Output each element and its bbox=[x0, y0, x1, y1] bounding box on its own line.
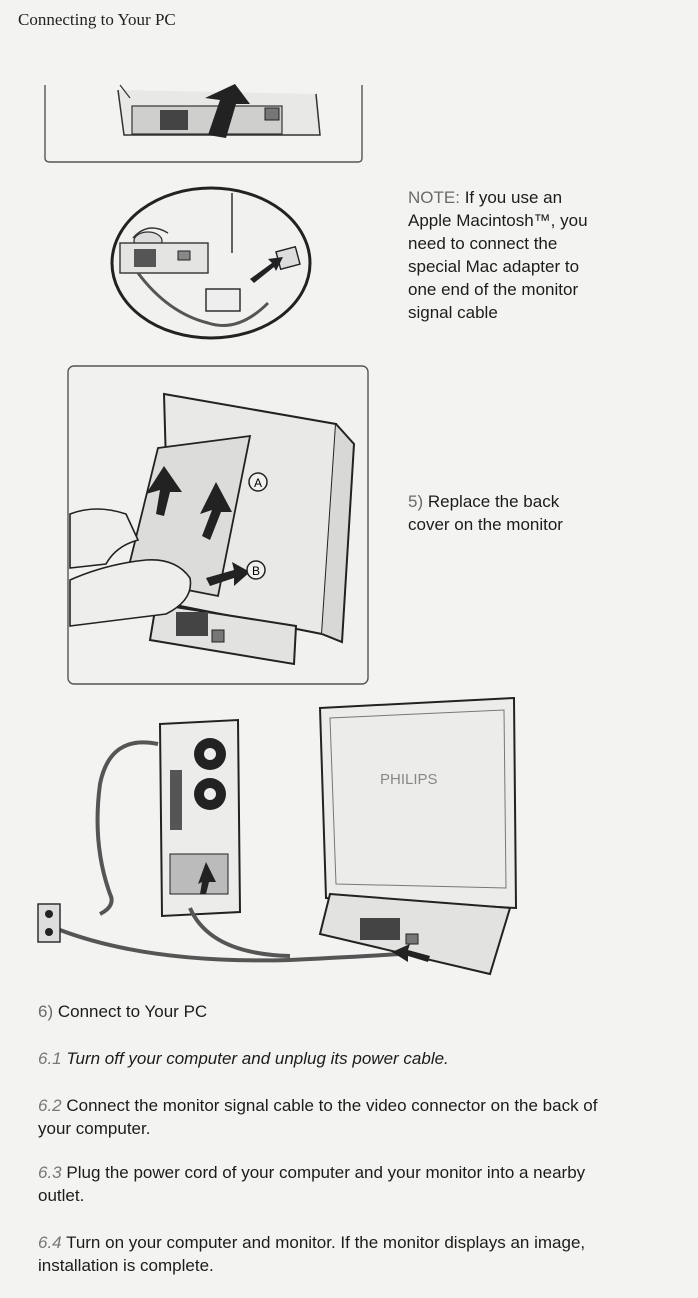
substep-number: 6.2 bbox=[38, 1096, 62, 1115]
substep-text: Connect the monitor signal cable to the … bbox=[38, 1096, 598, 1138]
figure-replace-back-cover: A B bbox=[67, 365, 369, 685]
step6-heading: 6) Connect to Your PC bbox=[38, 1000, 598, 1023]
substep-text: Turn off your computer and unplug its po… bbox=[66, 1049, 449, 1068]
note-body: If you use an Apple Macintosh™, you need… bbox=[408, 188, 588, 322]
substep-6-3: 6.3 Plug the power cord of your computer… bbox=[38, 1161, 598, 1207]
substep-6-4: 6.4 Turn on your computer and monitor. I… bbox=[38, 1231, 598, 1277]
step6-title: Connect to Your PC bbox=[57, 1002, 208, 1021]
substep-number: 6.4 bbox=[38, 1233, 62, 1252]
note-label: NOTE: bbox=[408, 188, 460, 207]
figure-connect-pc: PHILIPS bbox=[37, 696, 518, 976]
note-text: NOTE: If you use an Apple Macintosh™, yo… bbox=[408, 186, 598, 324]
substep-text: Turn on your computer and monitor. If th… bbox=[38, 1233, 586, 1275]
figure-mac-adapter bbox=[110, 186, 312, 340]
figure-back-cover-removed bbox=[44, 84, 363, 163]
substep-6-1: 6.1 Turn off your computer and unplug it… bbox=[38, 1047, 598, 1070]
substep-6-2: 6.2 Connect the monitor signal cable to … bbox=[38, 1094, 598, 1140]
substep-number: 6.1 bbox=[38, 1049, 62, 1068]
label-a: A bbox=[254, 476, 262, 490]
brand-label: PHILIPS bbox=[380, 771, 438, 788]
step6-number: 6) bbox=[38, 1002, 54, 1021]
step5-body: Replace the back cover on the monitor bbox=[408, 492, 563, 534]
label-b: B bbox=[252, 564, 260, 578]
step5-text: 5) Replace the back cover on the monitor bbox=[408, 490, 598, 536]
substep-number: 6.3 bbox=[38, 1163, 62, 1182]
page-header: Connecting to Your PC bbox=[18, 10, 176, 29]
substep-text: Plug the power cord of your computer and… bbox=[38, 1163, 586, 1205]
step5-number: 5) bbox=[408, 492, 424, 511]
